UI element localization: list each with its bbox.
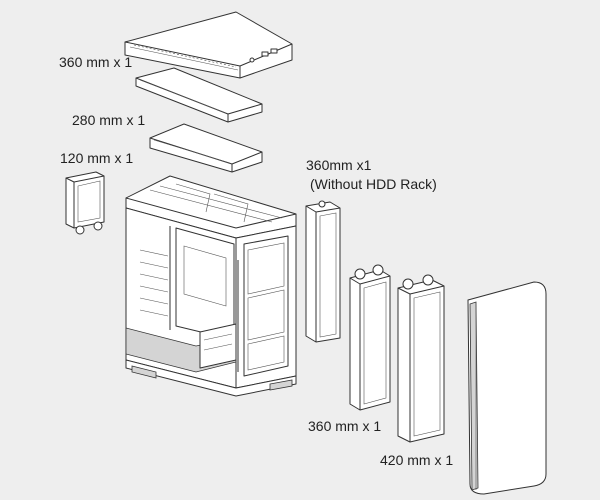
case-chassis — [125, 175, 297, 397]
label-front-360: 360 mm x 1 — [308, 418, 382, 434]
label-top-360: 360 mm x 1 — [59, 54, 133, 70]
side-radiator-360 — [305, 200, 341, 343]
top-cover-panel — [124, 11, 293, 79]
label-rear-120: 120 mm x 1 — [60, 150, 134, 166]
top-radiator-280 — [149, 123, 263, 173]
label-top-280: 280 mm x 1 — [72, 112, 146, 128]
front-radiator-420 — [397, 274, 445, 443]
rear-radiator-120 — [65, 171, 105, 235]
label-side-360-line2: (Without HDD Rack) — [310, 176, 437, 192]
top-radiator-360 — [135, 67, 263, 123]
label-side-360-line1: 360mm x1 — [306, 157, 372, 173]
front-glass-panel — [467, 281, 547, 495]
front-radiator-360 — [349, 264, 391, 411]
label-front-420: 420 mm x 1 — [380, 452, 454, 468]
